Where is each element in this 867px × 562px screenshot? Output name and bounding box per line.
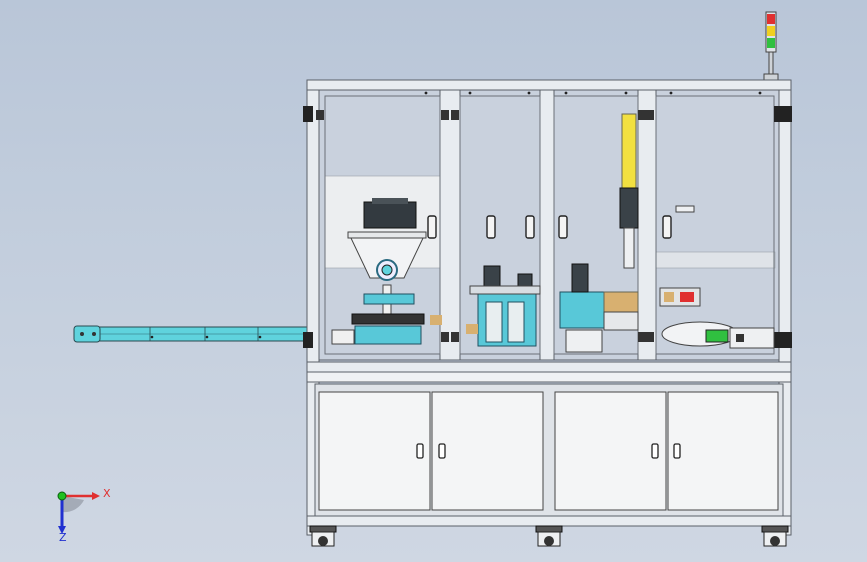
tower-light — [763, 11, 779, 83]
z-axis-label: Z — [59, 531, 67, 544]
assembly-station — [466, 265, 541, 347]
hopper-station — [331, 198, 442, 345]
press-station — [559, 113, 639, 353]
x-axis-label: X — [103, 487, 111, 500]
infeed-conveyor — [73, 325, 309, 343]
caster-left — [309, 525, 337, 547]
tower-light-red — [767, 14, 775, 24]
output-station — [659, 205, 775, 349]
casters — [309, 525, 789, 547]
table-top — [306, 361, 792, 383]
triad-origin — [57, 491, 67, 501]
tower-light-yellow — [767, 26, 775, 36]
caster-right — [761, 525, 789, 547]
axis-triad — [57, 491, 100, 534]
lower-cabinet — [306, 383, 792, 527]
caster-middle — [535, 525, 563, 547]
tower-light-green — [767, 38, 775, 48]
machine-frame — [303, 79, 792, 536]
